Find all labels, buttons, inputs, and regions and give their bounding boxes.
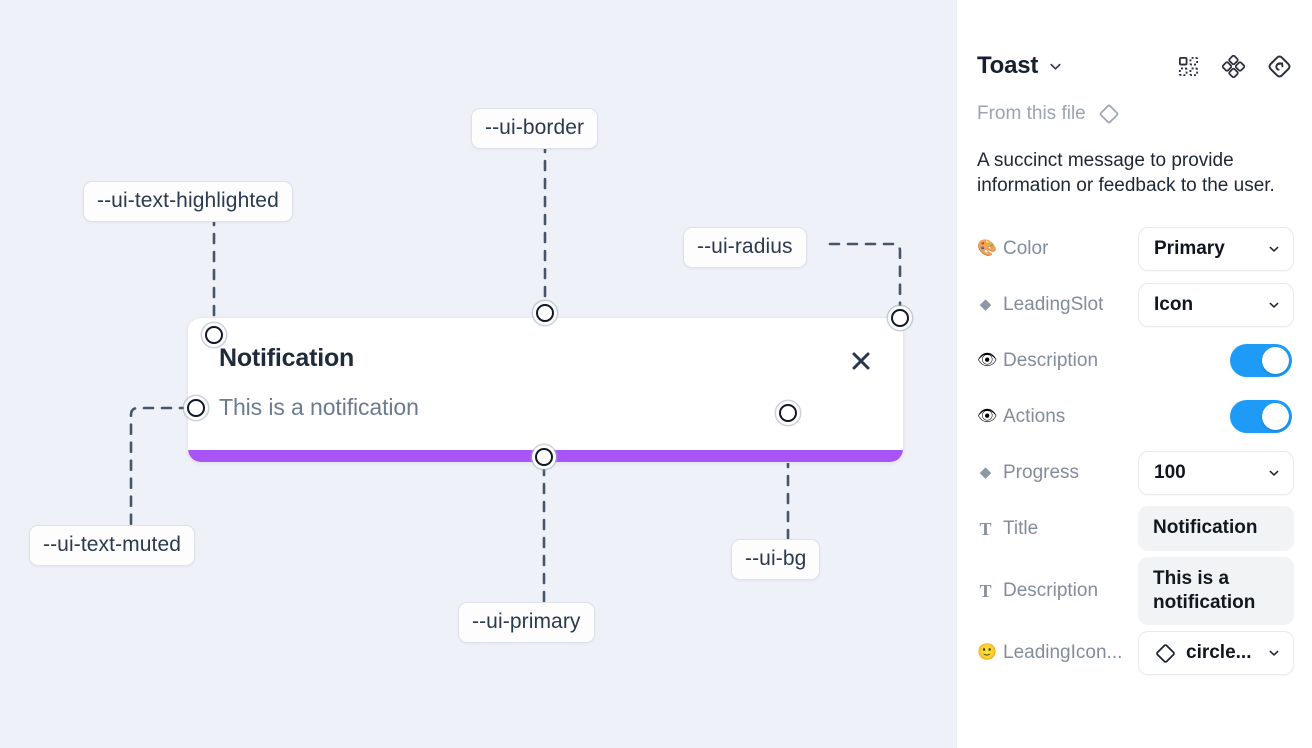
properties-panel: Toast: [956, 0, 1312, 748]
handle-dot-primary[interactable]: [535, 448, 553, 466]
property-label-leadingicon: 🙂 LeadingIcon...: [977, 642, 1138, 664]
description-toggle[interactable]: [1230, 344, 1292, 378]
text-icon: T: [979, 518, 992, 539]
property-row-actions-toggle: 👁 Actions: [957, 389, 1312, 445]
property-name: Description: [1003, 579, 1099, 601]
chevron-down-icon: [1267, 466, 1281, 480]
toast-component-preview[interactable]: Notification This is a notification: [187, 317, 904, 463]
property-row-description-text: T Description This is a notification: [957, 556, 1312, 626]
property-name: LeadingSlot: [1003, 293, 1104, 315]
property-rows: 🎨 Color Primary: [957, 221, 1312, 682]
diamond-icon: [1154, 642, 1177, 665]
token-label-ui-bg[interactable]: --ui-bg: [731, 539, 821, 580]
handle-dot-border[interactable]: [536, 304, 554, 322]
eye-icon: 👁: [977, 351, 998, 369]
eye-icon: 👁: [977, 407, 998, 425]
chevron-down-icon: [1267, 646, 1281, 660]
property-label-description-text: T Description: [977, 580, 1138, 602]
wire-ui-text-muted: [129, 406, 191, 526]
token-label-ui-border[interactable]: --ui-border: [471, 108, 599, 149]
variants-cluster-icon[interactable]: [1222, 54, 1245, 78]
property-label-leadingslot: ◆ LeadingSlot: [977, 294, 1138, 316]
reset-diamond-icon[interactable]: [1267, 54, 1292, 79]
color-select[interactable]: Primary: [1138, 226, 1294, 271]
toggle-knob: [1262, 347, 1289, 375]
smiley-icon: 🙂: [977, 644, 997, 662]
panel-title: Toast: [977, 52, 1039, 79]
toast-description: This is a notification: [219, 394, 419, 420]
property-row-color: 🎨 Color Primary: [957, 221, 1312, 277]
toast-title: Notification: [219, 344, 355, 372]
chevron-down-icon[interactable]: [1048, 59, 1063, 74]
from-this-file-label: From this file: [977, 103, 1086, 124]
token-label-ui-text-muted[interactable]: --ui-text-muted: [29, 525, 196, 566]
property-row-progress: ◆ Progress 100: [957, 445, 1312, 501]
property-row-leadingicon: 🙂 LeadingIcon... circle...: [957, 625, 1312, 681]
property-name: Color: [1003, 237, 1049, 259]
property-name: Actions: [1003, 405, 1066, 427]
diamond-icon: ◆: [979, 464, 992, 482]
component-description: A succinct message to provide informatio…: [977, 150, 1275, 197]
chevron-down-icon: [1267, 298, 1281, 312]
design-canvas[interactable]: --ui-text-highlighted --ui-border --ui-r…: [0, 0, 956, 748]
token-label-ui-text-highlighted[interactable]: --ui-text-highlighted: [83, 181, 293, 222]
actions-toggle[interactable]: [1230, 400, 1292, 434]
property-label-color: 🎨 Color: [977, 238, 1138, 260]
header-icon-group: [1177, 54, 1292, 79]
close-icon[interactable]: [848, 348, 874, 374]
property-label-title: T Title: [977, 518, 1138, 540]
from-this-file-row[interactable]: From this file: [957, 80, 1312, 126]
description-input[interactable]: This is a notification: [1138, 556, 1294, 626]
toggle-knob: [1262, 403, 1289, 431]
handle-dot-text-muted[interactable]: [187, 399, 205, 417]
diamond-icon: [1097, 102, 1121, 126]
property-name: LeadingIcon...: [1003, 642, 1123, 664]
palette-icon: 🎨: [977, 239, 997, 257]
component-grid-icon[interactable]: [1177, 55, 1200, 78]
panel-header: Toast: [957, 0, 1312, 80]
color-select-value: Primary: [1154, 237, 1225, 259]
token-label-ui-primary[interactable]: --ui-primary: [458, 602, 595, 643]
progress-select-value: 100: [1154, 461, 1186, 483]
chevron-down-icon: [1267, 242, 1281, 256]
wire-ui-radius: [828, 242, 902, 313]
property-row-description-toggle: 👁 Description: [957, 333, 1312, 389]
property-label-description: 👁 Description: [977, 350, 1230, 372]
handle-dot-radius[interactable]: [891, 309, 909, 327]
handle-dot-text-highlighted[interactable]: [205, 326, 223, 344]
property-name: Description: [1003, 349, 1099, 371]
leadingslot-select[interactable]: Icon: [1138, 282, 1294, 327]
handle-dot-bg[interactable]: [779, 404, 797, 422]
token-label-ui-radius[interactable]: --ui-radius: [683, 227, 807, 268]
property-name: Title: [1003, 517, 1039, 539]
diamond-icon: ◆: [979, 296, 992, 314]
title-input[interactable]: Notification: [1138, 506, 1294, 551]
property-label-actions: 👁 Actions: [977, 406, 1230, 428]
text-icon: T: [979, 580, 992, 601]
property-row-leadingslot: ◆ LeadingSlot Icon: [957, 277, 1312, 333]
property-row-title: T Title Notification: [957, 501, 1312, 557]
property-name: Progress: [1003, 461, 1080, 483]
property-label-progress: ◆ Progress: [977, 462, 1138, 484]
progress-select[interactable]: 100: [1138, 450, 1294, 495]
leadingicon-select-value: circle...: [1186, 642, 1252, 664]
leadingicon-select[interactable]: circle...: [1138, 631, 1294, 676]
leadingslot-select-value: Icon: [1154, 293, 1194, 315]
